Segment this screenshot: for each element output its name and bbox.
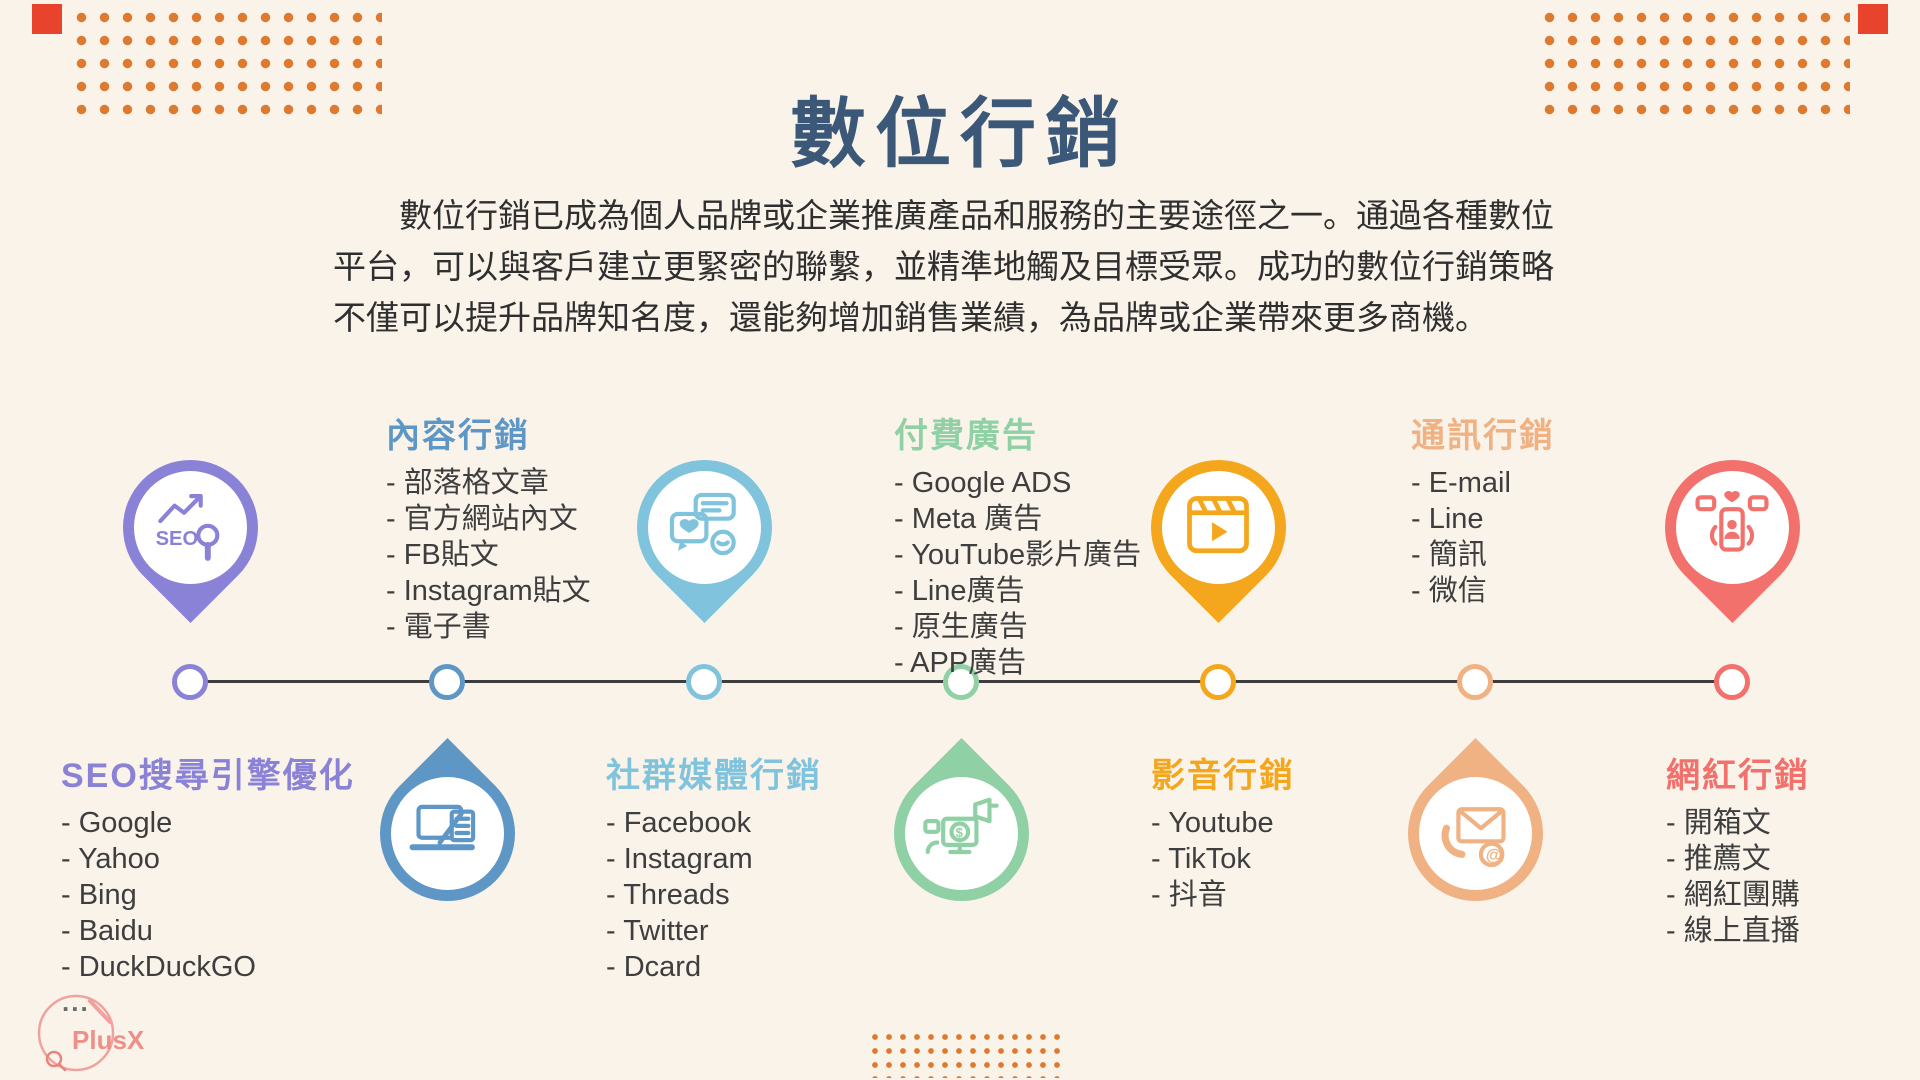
category-item: - FB貼文 xyxy=(386,539,499,571)
laptop-drop-icon xyxy=(409,795,485,871)
category-title: SEO搜尋引擎優化 xyxy=(61,757,355,795)
category-title: 社群媒體行銷 xyxy=(606,757,822,795)
timeline-node-content-marketing xyxy=(429,664,465,700)
category-item: - 簡訊 xyxy=(1411,539,1487,571)
category-item: - Meta 廣告 xyxy=(894,503,1043,535)
ads-drop-icon: $ xyxy=(923,795,999,871)
intro-line: 不僅可以提升品牌知名度，還能夠增加銷售業績，為品牌或企業帶來更多商機。 xyxy=(333,299,1488,336)
category-item: - Dcard xyxy=(606,951,702,983)
marker-circle xyxy=(1418,777,1532,890)
category-item: - Twitter xyxy=(606,915,709,947)
category-item: - Google ADS xyxy=(894,467,1072,499)
influencer-marketing-marker xyxy=(1636,432,1828,625)
video-pin-icon xyxy=(1180,489,1256,565)
category-item: - Youtube xyxy=(1151,807,1274,839)
svg-text:@: @ xyxy=(1486,845,1502,864)
dot-pattern-top-left xyxy=(70,6,382,116)
category-item: - 原生廣告 xyxy=(894,611,1028,643)
corner-square-top-right xyxy=(1858,4,1888,34)
timeline-node-social-media-marketing xyxy=(686,664,722,700)
category-item: - 電子書 xyxy=(386,611,491,643)
paid-ads-marker: $ xyxy=(865,736,1057,929)
video-marketing-marker xyxy=(1122,432,1314,625)
dot-pattern-bottom-center xyxy=(868,1030,1064,1078)
category-item: - Line廣告 xyxy=(894,575,1025,607)
timeline-node-influencer-marketing xyxy=(1714,664,1750,700)
timeline-node-paid-ads xyxy=(943,664,979,700)
intro-line: 數位行銷已成為個人品牌或企業推廣產品和服務的主要途徑之一。通過各種數位 xyxy=(399,197,1554,234)
category-item: - 開箱文 xyxy=(1666,807,1771,839)
dot-pattern-top-right xyxy=(1538,6,1850,116)
timeline-node-seo xyxy=(172,664,208,700)
category-item: - Google xyxy=(61,807,173,839)
category-item: - Instagram貼文 xyxy=(386,575,591,607)
category-item: - TikTok xyxy=(1151,843,1251,875)
category-item: - Baidu xyxy=(61,915,153,947)
mail-drop-icon: @ xyxy=(1437,795,1513,871)
social-media-marketing-marker xyxy=(608,432,800,625)
category-item: - DuckDuckGO xyxy=(61,951,256,983)
marker-circle xyxy=(133,471,247,584)
marker-circle xyxy=(904,777,1018,890)
phone-pin-icon xyxy=(1694,489,1770,565)
category-item: - Instagram xyxy=(606,843,753,875)
svg-text:SEO: SEO xyxy=(156,528,199,550)
seo-pin-icon: SEO xyxy=(152,489,228,565)
category-title: 付費廣告 xyxy=(894,417,1038,455)
messaging-marketing-marker: @ xyxy=(1379,736,1571,929)
chat-pin-icon xyxy=(666,489,742,565)
influencer-marketing-text-block: 網紅行銷 - 開箱文 - 推薦文 - 網紅團購 - 線上直播 xyxy=(1666,748,1920,949)
category-item: - Threads xyxy=(606,879,730,911)
plusx-logo: ... PlusX xyxy=(28,985,188,1080)
category-item: - 線上直播 xyxy=(1666,915,1800,947)
category-item: - 抖音 xyxy=(1151,879,1227,911)
marker-circle xyxy=(647,471,761,584)
category-item: - Bing xyxy=(61,879,137,911)
timeline-node-messaging-marketing xyxy=(1457,664,1493,700)
category-item: - Line xyxy=(1411,503,1484,535)
category-item: - APP廣告 xyxy=(894,647,1027,679)
content-marketing-marker xyxy=(351,736,543,929)
messaging-marketing-text-block: 通訊行銷 - E-mail - Line - 簡訊 - 微信 xyxy=(1411,408,1711,609)
category-item: - YouTube影片廣告 xyxy=(894,539,1142,571)
category-title: 內容行銷 xyxy=(386,417,530,455)
logo-text: PlusX xyxy=(72,1025,145,1055)
seo-text-block: SEO搜尋引擎優化 - Google - Yahoo - Bing - Baidu - D… xyxy=(61,748,361,985)
category-title: 網紅行銷 xyxy=(1666,757,1810,795)
category-item: - 官方網站內文 xyxy=(386,503,578,535)
plusx-logo-mark xyxy=(37,994,115,1072)
page-title: 數位行銷 xyxy=(790,89,1130,178)
content-marketing-text-block: 內容行銷 - 部落格文章 - 官方網站內文 - FB貼文 - Instagram貼文 - … xyxy=(386,408,686,645)
video-marketing-text-block: 影音行銷 - Youtube - TikTok - 抖音 xyxy=(1151,748,1451,913)
logo-dots-text: ... xyxy=(62,987,90,1017)
category-title: 影音行銷 xyxy=(1151,757,1295,795)
category-item: - Yahoo xyxy=(61,843,160,875)
category-item: - 部落格文章 xyxy=(386,467,549,499)
category-item: - 微信 xyxy=(1411,575,1487,607)
timeline-node-video-marketing xyxy=(1200,664,1236,700)
category-item: - 推薦文 xyxy=(1666,843,1771,875)
intro-paragraph: 數位行銷已成為個人品牌或企業推廣產品和服務的主要途徑之一。通過各種數位平台，可以… xyxy=(333,190,1613,343)
category-item: - 網紅團購 xyxy=(1666,879,1800,911)
svg-text:$: $ xyxy=(956,825,964,840)
category-item: - Facebook xyxy=(606,807,752,839)
category-item: - E-mail xyxy=(1411,467,1511,499)
social-media-marketing-text-block: 社群媒體行銷 - Facebook - Instagram - Threads - Tw… xyxy=(606,748,906,985)
seo-marker: SEO xyxy=(94,432,286,625)
intro-line: 平台，可以與客戶建立更緊密的聯繫，並精準地觸及目標受眾。成功的數位行銷策略 xyxy=(333,248,1554,285)
corner-square-top-left xyxy=(32,4,62,34)
paid-ads-text-block: 付費廣告 - Google ADS - Meta 廣告 - YouTube影片廣告 - … xyxy=(894,408,1194,681)
category-title: 通訊行銷 xyxy=(1411,417,1555,455)
